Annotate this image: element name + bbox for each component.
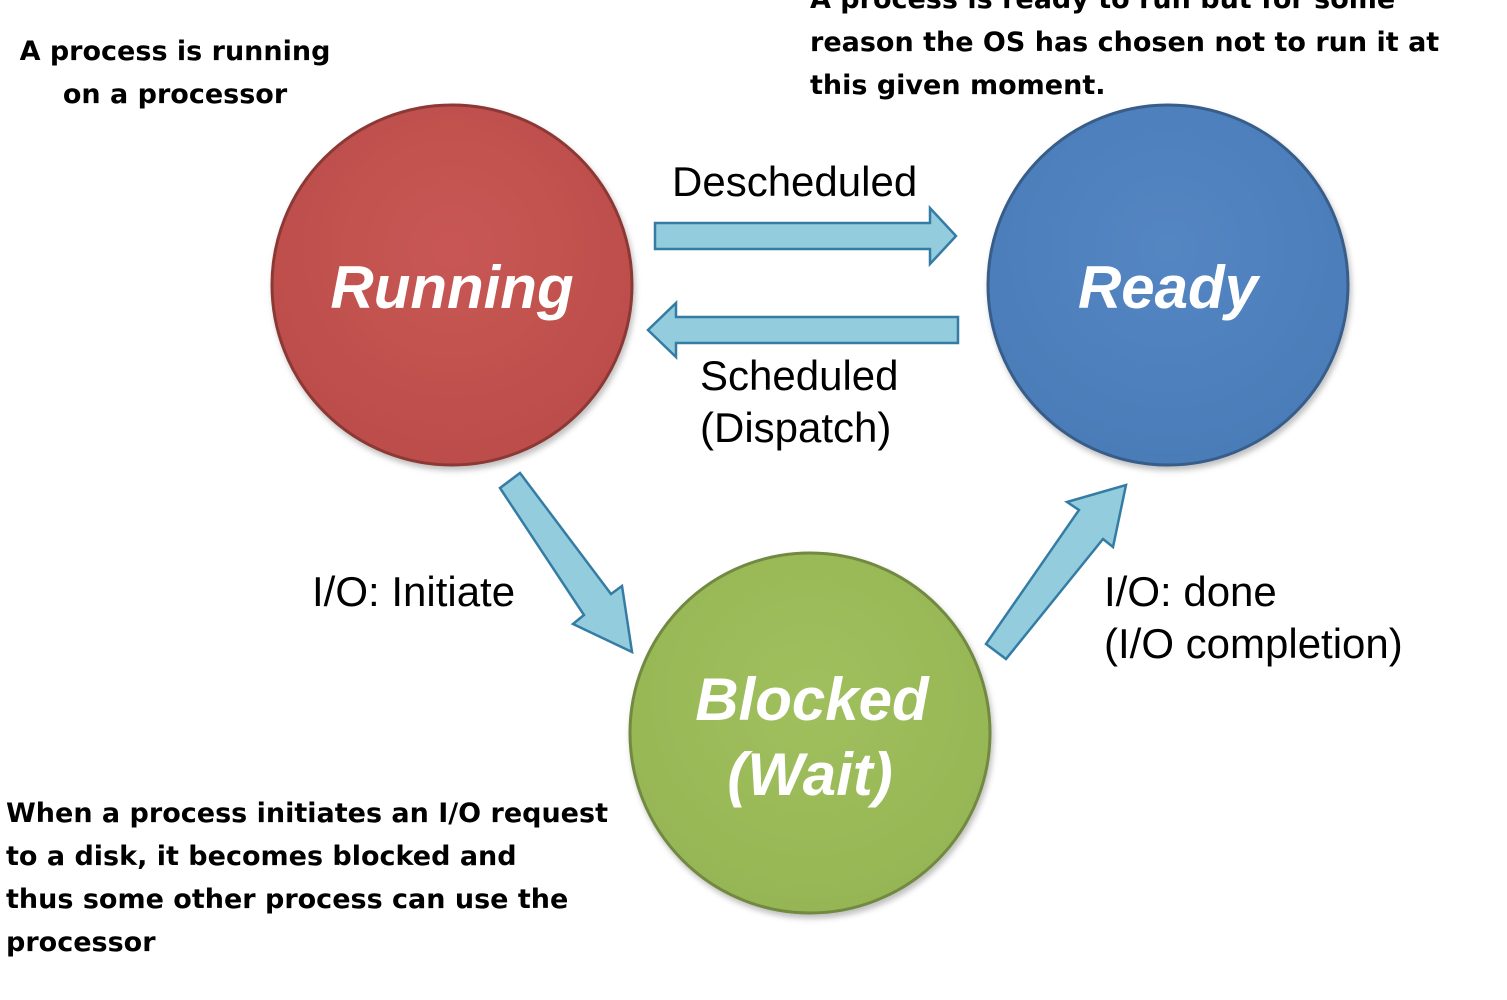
arrow-io-initiate	[498, 471, 634, 655]
label-io-done-line1: I/O: done	[1104, 568, 1277, 615]
label-io-done-line2: (I/O completion)	[1104, 620, 1403, 667]
note-blocked-line2: to a disk, it becomes blocked and	[6, 841, 517, 872]
label-scheduled-line1: Scheduled	[700, 352, 899, 399]
state-ready	[986, 103, 1350, 467]
state-running-circle	[270, 103, 634, 467]
state-running	[270, 103, 634, 467]
state-blocked	[628, 551, 992, 915]
label-io-initiate: I/O: Initiate	[312, 566, 515, 618]
note-running-line2: on a processor	[62, 79, 288, 110]
arrow-scheduled	[646, 300, 960, 360]
note-ready: A process is ready to run but for some r…	[810, 0, 1439, 107]
label-scheduled-line2: (Dispatch)	[700, 404, 892, 451]
note-ready-line3: this given moment.	[810, 70, 1106, 101]
state-ready-label: Ready	[1078, 254, 1261, 321]
state-ready-circle	[986, 103, 1350, 467]
state-running-label: Running	[330, 254, 573, 321]
arrow-descheduled	[653, 204, 958, 268]
state-blocked-label-line1: Blocked	[695, 666, 930, 733]
label-io-initiate-text: I/O: Initiate	[312, 568, 516, 615]
note-blocked-line3: thus some other process can use the	[6, 884, 569, 915]
state-blocked-label-line2: (Wait)	[727, 741, 893, 808]
label-io-done: I/O: done (I/O completion)	[1104, 566, 1403, 670]
note-ready-line1: A process is ready to run but for some	[810, 0, 1439, 21]
label-descheduled-text: Descheduled	[672, 158, 918, 205]
label-descheduled: Descheduled	[672, 156, 917, 208]
state-blocked-circle	[628, 551, 992, 915]
note-ready-line2: reason the OS has chosen not to run it a…	[810, 27, 1440, 58]
note-running-line1: A process is running	[19, 36, 331, 67]
note-running: A process is running on a processor	[0, 30, 350, 116]
note-blocked-line1: When a process initiates an I/O request	[6, 798, 608, 829]
note-blocked-line4: processor	[6, 927, 156, 958]
label-scheduled: Scheduled (Dispatch)	[700, 350, 899, 454]
arrow-io-done	[984, 483, 1128, 661]
note-blocked: When a process initiates an I/O request …	[6, 792, 608, 964]
